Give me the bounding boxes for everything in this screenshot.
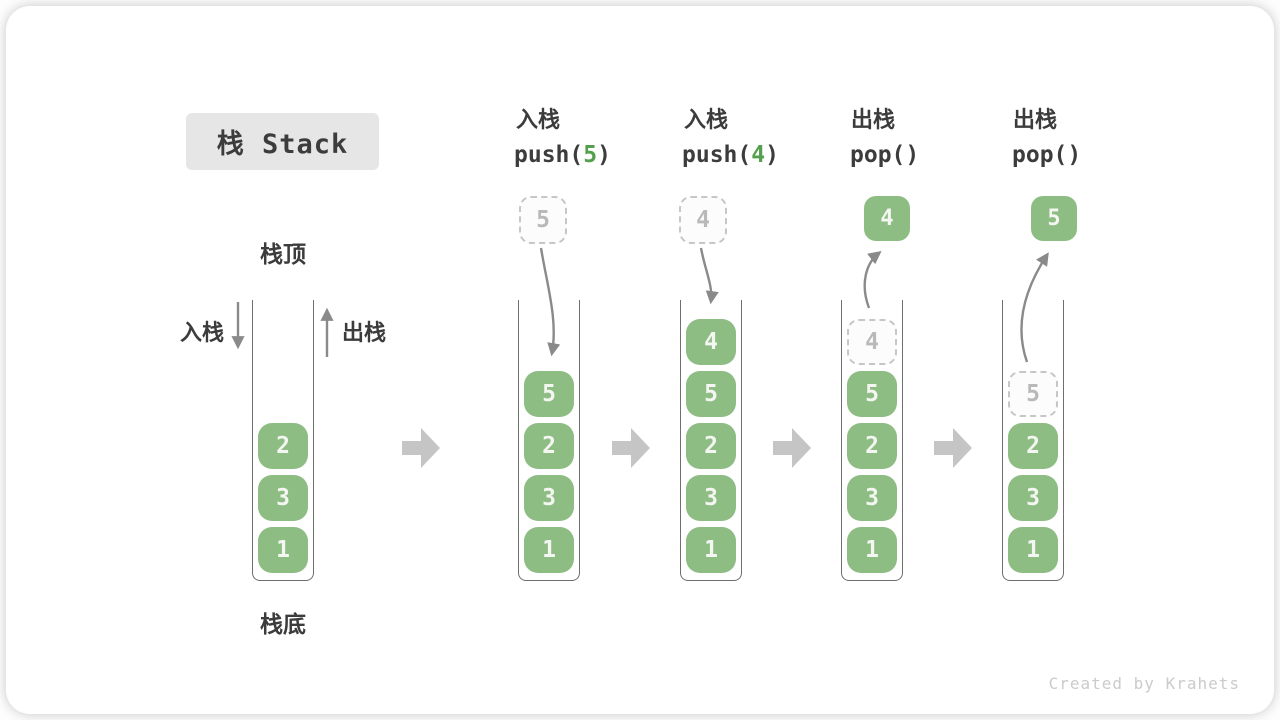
op-close: ) [597,142,611,168]
stack-item: 2 [1008,423,1058,469]
popped-badge: 5 [1031,196,1077,241]
op-fn: pop( [1012,142,1068,168]
op-arg: 5 [583,142,598,168]
stack-item: 1 [686,527,736,573]
stack-item: 2 [686,423,736,469]
op-code: push(5) [514,141,611,169]
title-badge: 栈 Stack [186,113,379,170]
stack-tube [680,300,742,581]
op-fn: push( [682,142,752,168]
push-direction-label: 入栈 [179,320,224,345]
stack-tube [1002,300,1064,581]
op-label: 入栈 [516,107,561,132]
op-close: ) [1067,142,1082,168]
page-title: 栈 Stack [216,129,349,160]
ghost-item: 5 [519,196,567,244]
op-code: push(4) [682,141,779,169]
stack-item: 5 [524,371,574,417]
op-code: pop() [1012,141,1081,169]
stack-item: 2 [258,423,308,469]
op-fn: pop( [850,142,906,168]
stack-item: 2 [524,423,574,469]
ghost-item: 5 [1008,371,1058,417]
stack-bottom-label: 栈底 [260,611,306,637]
stack-item: 1 [847,527,897,573]
op-label: 入栈 [684,107,729,132]
watermark: Created by Krahets [1048,674,1240,693]
stack-tube [518,300,580,581]
op-fn: push( [514,142,584,168]
stack-tube [252,300,314,581]
stack-top-label: 栈顶 [260,241,306,267]
stack-item: 5 [686,371,736,417]
ghost-item: 4 [847,319,897,365]
stack-item: 1 [524,527,574,573]
stack-item: 2 [847,423,897,469]
stack-item: 3 [1008,475,1058,521]
stack-item: 3 [686,475,736,521]
stack-item: 5 [847,371,897,417]
op-close: ) [905,142,920,168]
op-arg: 4 [751,142,766,168]
op-code: pop() [850,141,919,169]
stack-item: 3 [524,475,574,521]
stack-item: 3 [258,475,308,521]
stack-tube [841,300,903,581]
stack-item: 3 [847,475,897,521]
stack-item: 4 [686,319,736,365]
pop-direction-label: 出栈 [342,320,387,345]
op-close: ) [765,142,779,168]
stack-item: 1 [258,527,308,573]
stack-item: 1 [1008,527,1058,573]
popped-badge: 4 [864,196,910,241]
op-label: 出栈 [1013,107,1058,132]
ghost-item: 4 [679,196,727,244]
op-label: 出栈 [851,107,896,132]
